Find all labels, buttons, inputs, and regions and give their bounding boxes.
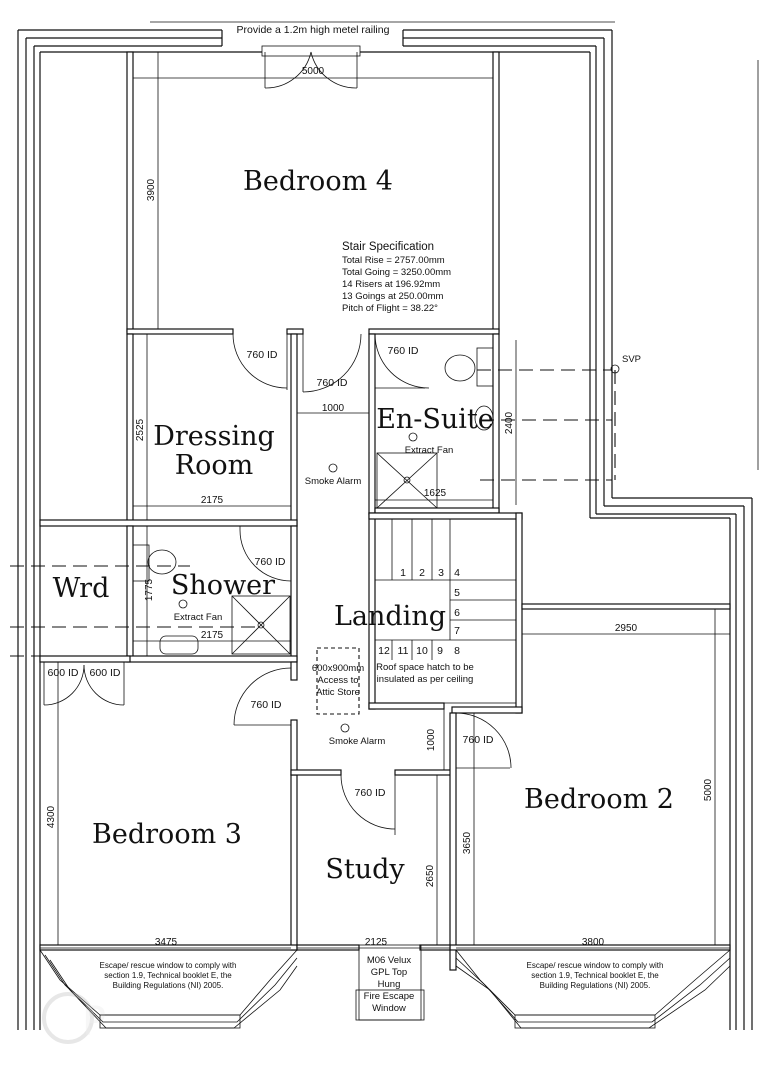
room-label-shower: Shower — [171, 570, 275, 601]
room-label-bedroom3: Bedroom 3 — [92, 819, 242, 850]
stair-step-number: 1 — [400, 567, 406, 579]
attic-note: Access to — [317, 675, 358, 686]
stair-step-number: 12 — [378, 645, 390, 657]
door-label: 760 ID — [388, 345, 419, 357]
room-label-wrd: Wrd — [53, 573, 110, 604]
svp-pipes — [10, 364, 620, 657]
dimension-label: 4300 — [46, 805, 57, 828]
stair-spec-line: 14 Risers at 196.92mm — [342, 279, 440, 290]
stair — [374, 518, 517, 704]
stair-specification: Stair Specification Total Rise = 2757.00… — [342, 241, 451, 314]
stair-step-number: 8 — [454, 645, 460, 657]
dimension-label: 2525 — [135, 418, 146, 441]
door-label: 760 ID — [255, 556, 286, 568]
escape-note: Escape/ rescue window to comply with — [100, 961, 237, 970]
room-label-dressing-2: Room — [175, 450, 253, 481]
velux-note: Window — [372, 1003, 406, 1014]
stair-spec-line: Pitch of Flight = 38.22° — [342, 303, 438, 314]
velux-note: Hung — [378, 979, 401, 990]
dimension-label: 3800 — [582, 937, 605, 948]
dimension-label: 1000 — [426, 728, 437, 751]
door-label: 600 ID — [48, 667, 79, 679]
door-label: 760 ID — [355, 787, 386, 799]
escape-note: section 1.9, Technical booklet E, the — [531, 971, 659, 980]
dimension-label: 2650 — [425, 864, 436, 887]
doors — [43, 333, 512, 835]
stair-step-number: 6 — [454, 607, 460, 619]
stair-step-numbers: 1 2 3 4 5 6 7 8 9 10 11 12 — [378, 567, 460, 657]
stair-spec-line: Total Rise = 2757.00mm — [342, 255, 445, 266]
room-label-bedroom4: Bedroom 4 — [243, 166, 393, 197]
fixtures — [132, 347, 494, 733]
dimension-label: 5000 — [703, 778, 714, 801]
smoke-alarm-label: Smoke Alarm — [305, 476, 362, 487]
roof-hatch-note: Roof space hatch to be — [376, 662, 474, 673]
attic-note: Attic Store — [316, 687, 360, 698]
dimension-label: 1775 — [144, 578, 155, 601]
door-label: 760 ID — [247, 349, 278, 361]
door-label: 600 ID — [90, 667, 121, 679]
dimension-label: 3900 — [146, 178, 157, 201]
room-label-study: Study — [325, 854, 405, 885]
door-label: 760 ID — [251, 699, 282, 711]
stair-step-number: 11 — [398, 645, 409, 657]
stair-step-number: 7 — [454, 625, 460, 637]
bay-window-left — [39, 949, 298, 1029]
dimension-label: 3650 — [462, 831, 473, 854]
smoke-alarm-label: Smoke Alarm — [329, 736, 386, 747]
dimension-label: 2950 — [615, 623, 638, 634]
dimension-label: 2175 — [201, 495, 224, 506]
velux-note: M06 Velux — [367, 955, 412, 966]
stair-spec-title: Stair Specification — [342, 241, 434, 253]
stair-step-number: 3 — [438, 567, 444, 579]
dimension-labels: 5000 3900 2525 2175 1000 2400 1625 1775 … — [46, 66, 714, 948]
stair-step-number: 9 — [437, 645, 443, 657]
watermark-logo: P — [42, 992, 106, 1045]
dimension-label: 1625 — [424, 488, 447, 499]
extract-fan-label: Extract Fan — [405, 445, 454, 456]
room-label-ensuite: En-Suite — [376, 404, 494, 435]
escape-note: section 1.9, Technical booklet E, the — [104, 971, 232, 980]
dimension-lines — [40, 52, 730, 949]
escape-note: Escape/ rescue window to comply with — [527, 961, 664, 970]
stair-spec-line: 13 Goings at 250.00mm — [342, 291, 443, 302]
extract-fan-label: Extract Fan — [174, 612, 223, 623]
outer-walls — [17, 29, 759, 1030]
svg-text:P: P — [82, 999, 106, 1045]
velux-note: GPL Top — [371, 967, 407, 978]
stair-spec-line: Total Going = 3250.00mm — [342, 267, 451, 278]
room-label-dressing-1: Dressing — [153, 421, 275, 452]
roof-hatch-note: insulated as per ceiling — [377, 674, 474, 685]
dimension-label: 1000 — [322, 403, 345, 414]
stair-step-number: 5 — [454, 587, 460, 599]
velux-window — [355, 944, 425, 1021]
partitions — [39, 51, 731, 971]
dimension-label: 2125 — [365, 937, 388, 948]
room-label-bedroom2: Bedroom 2 — [524, 784, 674, 815]
door-label: 760 ID — [463, 734, 494, 746]
attic-note: 600x900mm — [312, 663, 364, 674]
dimension-label: 2175 — [201, 630, 224, 641]
stair-step-number: 2 — [419, 567, 425, 579]
svp-label: SVP — [622, 354, 641, 365]
dimension-label: 2400 — [504, 411, 515, 434]
railing-note: Provide a 1.2m high metel railing — [237, 24, 390, 36]
stair-step-number: 4 — [454, 567, 460, 579]
stair-step-number: 10 — [416, 645, 428, 657]
dimension-label: 5000 — [302, 66, 325, 77]
dimension-label: 3475 — [155, 937, 178, 948]
room-label-landing: Landing — [334, 601, 446, 632]
escape-note: Building Regulations (NI) 2005. — [113, 981, 224, 990]
escape-note: Building Regulations (NI) 2005. — [540, 981, 651, 990]
door-label: 760 ID — [317, 377, 348, 389]
bay-window-right — [455, 949, 731, 1029]
velux-note: Fire Escape — [364, 991, 415, 1002]
